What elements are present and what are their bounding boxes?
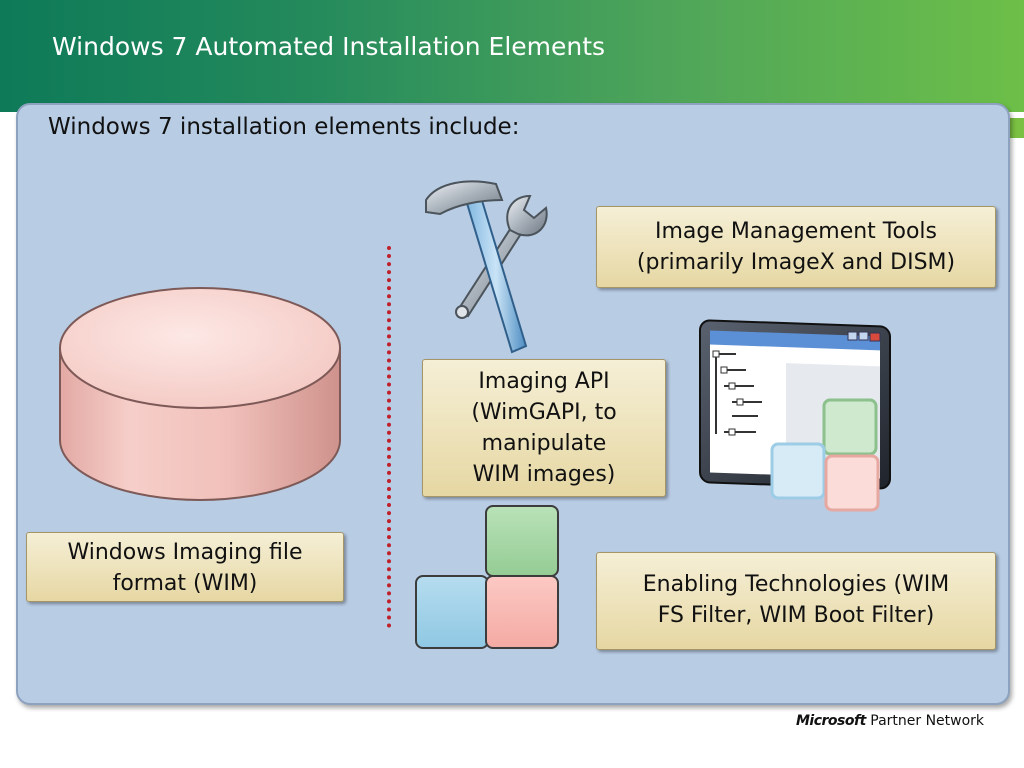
slide-title: Windows 7 Automated Installation Element…	[52, 32, 606, 61]
label-enabling-text: Enabling Technologies (WIM FS Filter, WI…	[642, 572, 950, 628]
slide-header: Windows 7 Automated Installation Element…	[0, 0, 1024, 112]
footer-brand: Microsoft	[796, 713, 866, 729]
label-tools-text: Image Management Tools (primarily ImageX…	[636, 219, 956, 275]
label-wim: Windows Imaging file format (WIM)	[26, 532, 344, 602]
label-enabling: Enabling Technologies (WIM FS Filter, WI…	[596, 552, 996, 650]
hammer-wrench-icon	[425, 180, 548, 354]
corner-tab	[1010, 118, 1024, 138]
label-wim-text: Windows Imaging file format (WIM)	[67, 540, 303, 596]
footer-network: Partner Network	[870, 713, 985, 729]
application-window-icon	[699, 319, 891, 512]
dotted-divider	[387, 246, 391, 628]
label-api-text: Imaging API (WimGAPI, to manipulate WIM …	[471, 369, 617, 487]
intro-text: Windows 7 installation elements include:	[48, 114, 520, 140]
partner-network-logo: Microsoft Partner Network	[796, 713, 984, 729]
label-api: Imaging API (WimGAPI, to manipulate WIM …	[422, 359, 666, 497]
label-tools: Image Management Tools (primarily ImageX…	[596, 206, 996, 288]
building-blocks-icon	[415, 505, 559, 649]
disk-cylinder-icon	[59, 287, 341, 501]
